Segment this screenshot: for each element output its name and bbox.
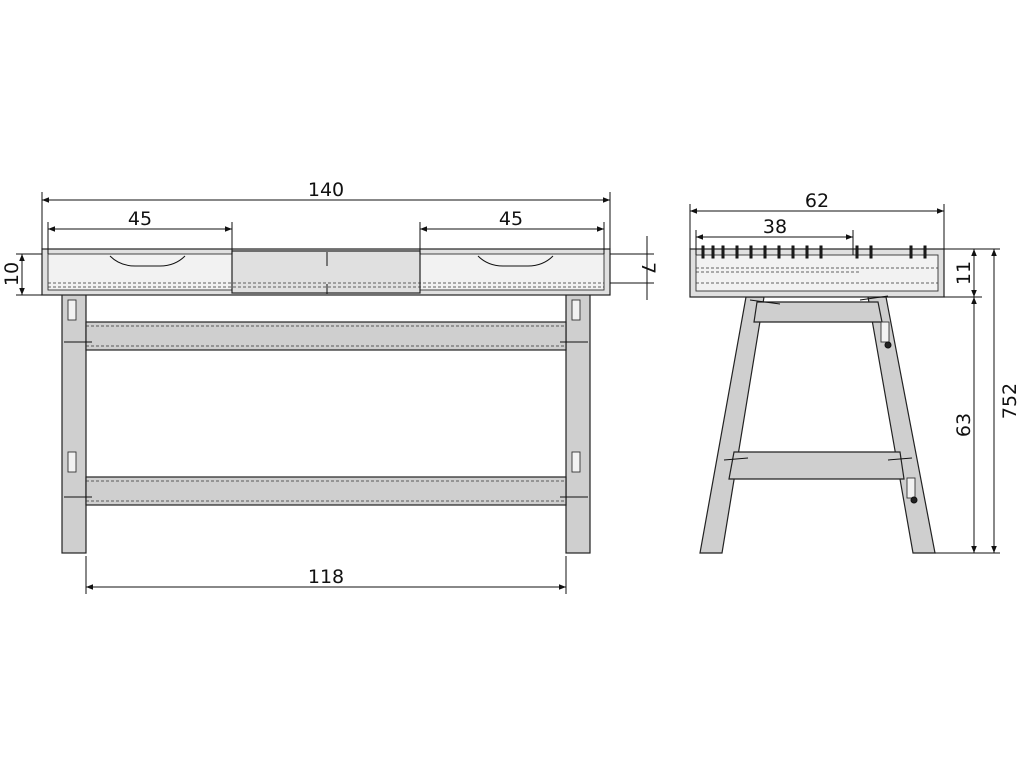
right-drawer-handle <box>477 255 554 267</box>
side-front-leg <box>699 296 765 554</box>
dim-drawer-depth: 7 <box>637 262 659 274</box>
dim-total-height: 752 <box>999 383 1021 419</box>
front-view: 140 45 45 10 7 118 <box>1 179 659 594</box>
front-left-leg <box>61 293 87 554</box>
front-lower-stretcher <box>85 476 567 506</box>
side-lower-stretcher <box>728 451 905 480</box>
dim-overall-depth: 62 <box>805 190 829 212</box>
front-right-leg <box>565 293 591 554</box>
left-drawer <box>47 253 233 291</box>
left-drawer-handle <box>109 255 186 267</box>
dim-inner-depth: 38 <box>763 216 787 238</box>
dim-leg-spacing: 118 <box>308 566 344 588</box>
side-back-leg <box>867 296 936 554</box>
dim-leg-height: 63 <box>953 413 975 437</box>
dim-overall-width: 140 <box>308 179 344 201</box>
side-upper-rail <box>753 301 883 323</box>
right-drawer <box>419 253 605 291</box>
dim-left-drawer-width: 45 <box>128 208 152 230</box>
center-panel <box>231 250 421 294</box>
front-upper-stretcher <box>85 321 567 351</box>
dim-right-drawer-width: 45 <box>499 208 523 230</box>
dim-top-height: 10 <box>1 262 23 286</box>
side-view: 62 38 11 63 752 <box>689 190 1021 554</box>
dim-side-top-height: 11 <box>953 261 975 285</box>
